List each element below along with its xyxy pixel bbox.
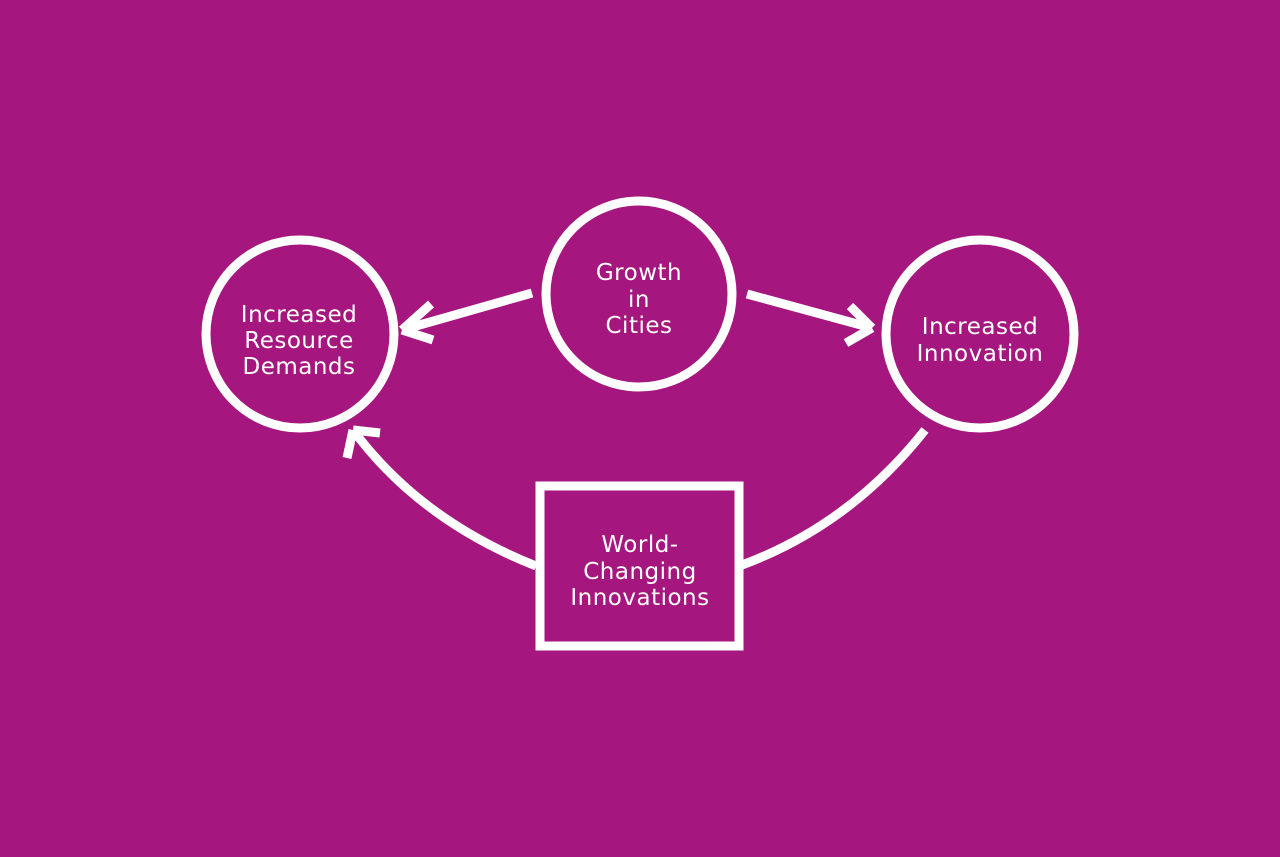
label-innovation-line-2: Innovation [917, 341, 1044, 367]
label-world-line-3: Innovations [570, 585, 709, 611]
label-growth-line-1: Growth [596, 260, 682, 286]
label-innovation-line-1: Increased [922, 314, 1038, 340]
node-growth-in-cities [541, 196, 737, 392]
label-world-line-2: Changing [583, 559, 696, 585]
connector-innovation-to-world-changing [740, 427, 929, 570]
arrow-growth-to-resource-demands [398, 288, 534, 345]
node-world-changing-innovations [535, 481, 744, 651]
label-world-line-1: World- [601, 532, 678, 558]
node-increased-innovation [881, 235, 1079, 433]
node-increased-resource-demands [201, 235, 399, 433]
label-growth-line-3: Cities [606, 313, 673, 339]
arrow-growth-to-innovation [745, 289, 876, 347]
arrow-world-changing-to-resource-demands [342, 425, 538, 571]
label-resource-line-3: Demands [242, 354, 355, 380]
label-resource-line-1: Increased [241, 302, 357, 328]
label-growth-line-2: in [628, 287, 650, 313]
label-resource-line-2: Resource [244, 328, 353, 354]
